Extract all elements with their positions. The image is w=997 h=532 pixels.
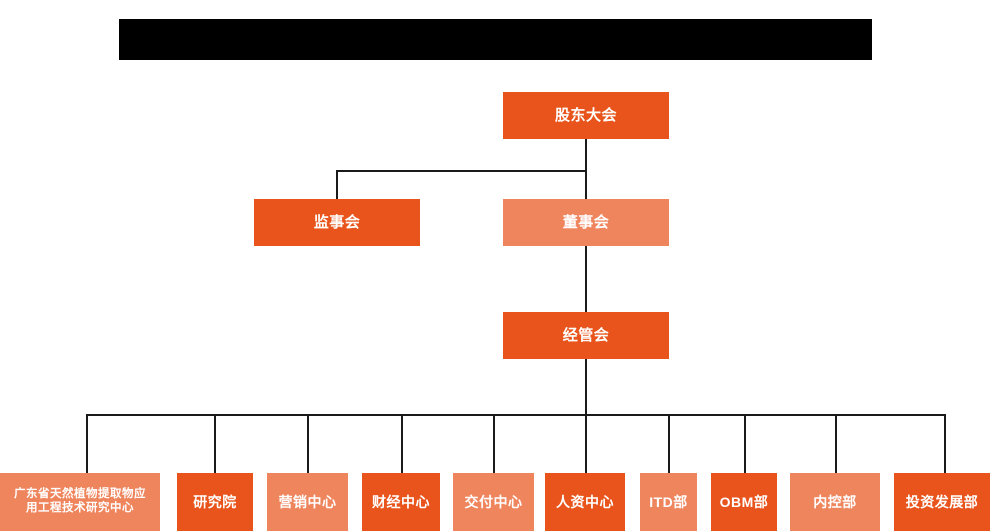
- node-marketing-center[interactable]: 营销中心: [267, 473, 348, 531]
- connector-to-directors: [585, 170, 587, 200]
- drop-line-6: [585, 414, 587, 474]
- node-label: ITD部: [649, 493, 688, 510]
- node-label: 营销中心: [278, 493, 337, 510]
- drop-line-4: [401, 414, 403, 474]
- node-label: 监事会: [313, 213, 361, 231]
- connector-shareholders-down: [585, 138, 587, 172]
- node-shareholders-meeting[interactable]: 股东大会: [503, 92, 669, 139]
- node-label: 内控部: [813, 493, 857, 510]
- node-finance-center[interactable]: 财经中心: [362, 473, 440, 531]
- node-label: 交付中心: [464, 493, 523, 510]
- connector-tier4-rail: [86, 414, 945, 416]
- node-label: 股东大会: [554, 106, 617, 124]
- connector-management-down: [585, 357, 587, 415]
- node-label: 财经中心: [372, 493, 430, 510]
- node-board-of-supervisors[interactable]: 监事会: [254, 199, 420, 246]
- drop-line-5: [493, 414, 495, 474]
- node-obm-department[interactable]: OBM部: [711, 473, 777, 531]
- node-investment-development-department[interactable]: 投资发展部: [894, 473, 990, 531]
- node-internal-control-department[interactable]: 内控部: [790, 473, 880, 531]
- node-label: OBM部: [719, 493, 769, 510]
- drop-line-8: [744, 414, 746, 474]
- node-research-institute[interactable]: 研究院: [177, 473, 253, 531]
- drop-line-10: [944, 414, 946, 474]
- drop-line-3: [307, 414, 309, 474]
- node-delivery-center[interactable]: 交付中心: [453, 473, 534, 531]
- connector-directors-to-management: [585, 242, 587, 314]
- drop-line-9: [835, 414, 837, 474]
- redaction-bar: [119, 19, 872, 60]
- node-label: 广东省天然植物提取物应 用工程技术研究中心: [14, 488, 146, 514]
- node-management-committee[interactable]: 经管会: [503, 312, 669, 359]
- drop-line-7: [668, 414, 670, 474]
- node-label: 经管会: [562, 326, 610, 344]
- node-label: 投资发展部: [905, 493, 979, 510]
- connector-to-supervisors: [336, 170, 338, 200]
- node-itd-department[interactable]: ITD部: [640, 473, 697, 531]
- node-label: 研究院: [193, 493, 237, 510]
- connector-tier2-rail: [336, 170, 587, 172]
- node-guangdong-research-center[interactable]: 广东省天然植物提取物应 用工程技术研究中心: [0, 473, 160, 531]
- drop-line-2: [214, 414, 216, 474]
- node-label: 人资中心: [556, 493, 614, 510]
- drop-line-1: [86, 414, 88, 474]
- node-label: 董事会: [562, 213, 610, 231]
- node-hr-center[interactable]: 人资中心: [545, 473, 625, 531]
- node-board-of-directors[interactable]: 董事会: [503, 199, 669, 246]
